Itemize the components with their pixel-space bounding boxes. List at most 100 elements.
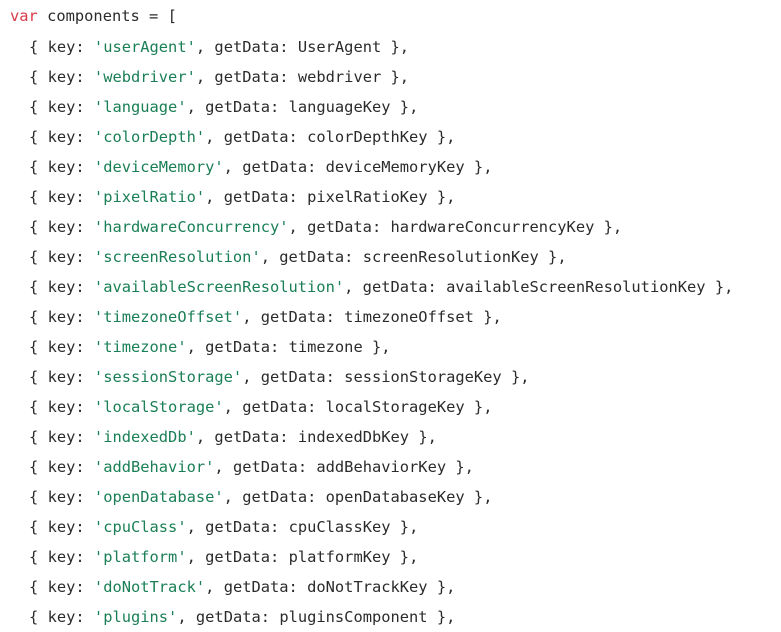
close-brace: },: [603, 218, 623, 236]
code-line-entry: { key: 'timezoneOffset', getData: timezo…: [10, 302, 781, 332]
open-brace: {: [29, 578, 39, 596]
open-brace: {: [29, 428, 39, 446]
code-line-declaration: var components = [: [10, 1, 781, 31]
code-line-entry: { key: 'availableScreenResolution', getD…: [10, 272, 781, 302]
getdata-label: getData:: [214, 38, 289, 56]
getdata-value: doNotTrackKey: [307, 578, 428, 596]
code-line-entry: { key: 'colorDepth', getData: colorDepth…: [10, 122, 781, 152]
close-brace: },: [473, 158, 493, 176]
open-brace: {: [29, 548, 39, 566]
getdata-value: hardwareConcurrencyKey: [390, 218, 595, 236]
key-string: 'timezoneOffset': [93, 308, 243, 326]
comma: ,: [205, 188, 215, 206]
getdata-label: getData:: [205, 548, 280, 566]
key-label: key:: [47, 98, 85, 116]
getdata-value: timezone: [288, 338, 363, 356]
close-brace: },: [714, 278, 734, 296]
code-line-entry: { key: 'indexedDb', getData: indexedDbKe…: [10, 422, 781, 452]
close-brace: },: [372, 338, 391, 356]
comma: ,: [205, 578, 215, 596]
open-brace: {: [29, 278, 39, 296]
comma: ,: [242, 368, 252, 386]
key-string: 'timezone': [93, 338, 187, 356]
comma: ,: [186, 518, 196, 536]
code-line-entry: { key: 'sessionStorage', getData: sessio…: [10, 362, 781, 392]
key-label: key:: [47, 368, 85, 386]
code-line-entry: { key: 'cpuClass', getData: cpuClassKey …: [10, 512, 781, 542]
open-brace: {: [29, 248, 39, 266]
key-label: key:: [47, 308, 85, 326]
getdata-value: localStorageKey: [325, 398, 465, 416]
keyword-var: var: [10, 7, 38, 25]
key-string: 'plugins': [93, 608, 178, 626]
close-brace: },: [548, 248, 567, 266]
getdata-value: deviceMemoryKey: [325, 158, 465, 176]
getdata-value: addBehaviorKey: [316, 458, 447, 476]
close-brace: },: [418, 428, 437, 446]
key-string: 'deviceMemory': [93, 158, 224, 176]
open-brace: {: [29, 218, 39, 236]
close-brace: },: [510, 368, 530, 386]
getdata-label: getData:: [223, 128, 298, 146]
open-brace: {: [29, 68, 39, 86]
variable-name: components: [47, 7, 140, 25]
comma: ,: [205, 128, 215, 146]
comma: ,: [344, 278, 354, 296]
close-brace: },: [436, 128, 456, 146]
key-string: 'addBehavior': [93, 458, 215, 476]
close-brace: },: [473, 488, 493, 506]
open-brace: {: [29, 128, 39, 146]
getdata-label: getData:: [242, 398, 317, 416]
getdata-label: getData:: [223, 188, 298, 206]
comma: ,: [195, 38, 206, 56]
code-line-entry: { key: 'deviceMemory', getData: deviceMe…: [10, 152, 781, 182]
key-label: key:: [47, 578, 85, 596]
key-label: key:: [47, 488, 85, 506]
getdata-value: availableScreenResolutionKey: [446, 278, 706, 296]
getdata-value: pluginsComponent: [279, 608, 428, 626]
close-brace: },: [399, 98, 419, 116]
comma: ,: [223, 158, 233, 176]
comma: ,: [186, 338, 196, 356]
getdata-label: getData:: [205, 98, 280, 116]
comma: ,: [288, 218, 298, 236]
getdata-value: webdriver: [297, 68, 382, 86]
close-brace: },: [399, 548, 419, 566]
comma: ,: [195, 428, 206, 446]
code-line-entry: { key: 'plugins', getData: pluginsCompon…: [10, 602, 781, 632]
comma: ,: [223, 398, 233, 416]
comma: ,: [186, 98, 196, 116]
key-string: 'doNotTrack': [93, 578, 206, 596]
key-label: key:: [47, 608, 85, 626]
open-brace: {: [29, 608, 39, 626]
code-entries: { key: 'userAgent', getData: UserAgent }…: [10, 32, 781, 632]
open-brace: {: [29, 338, 39, 356]
key-label: key:: [47, 248, 85, 266]
comma: ,: [177, 608, 187, 626]
code-line-entry: { key: 'addBehavior', getData: addBehavi…: [10, 452, 781, 482]
code-line-entry: { key: 'localStorage', getData: localSto…: [10, 392, 781, 422]
close-brace: },: [436, 608, 456, 626]
getdata-label: getData:: [242, 488, 317, 506]
key-string: 'localStorage': [93, 398, 224, 416]
getdata-value: indexedDbKey: [297, 428, 410, 446]
assignment-operator: =: [149, 7, 159, 25]
key-string: 'language': [93, 98, 187, 116]
key-string: 'screenResolution': [93, 248, 261, 266]
comma: ,: [260, 248, 270, 266]
getdata-value: openDatabaseKey: [325, 488, 465, 506]
comma: ,: [242, 308, 252, 326]
open-brace: {: [29, 188, 39, 206]
key-string: 'colorDepth': [93, 128, 206, 146]
open-brace: {: [29, 38, 39, 56]
key-label: key:: [47, 278, 85, 296]
close-brace: },: [483, 308, 502, 326]
key-label: key:: [47, 38, 85, 56]
getdata-value: platformKey: [288, 548, 391, 566]
code-line-entry: { key: 'pixelRatio', getData: pixelRatio…: [10, 182, 781, 212]
getdata-value: languageKey: [288, 98, 391, 116]
key-string: 'cpuClass': [93, 518, 187, 536]
code-line-entry: { key: 'hardwareConcurrency', getData: h…: [10, 212, 781, 242]
open-brace: {: [29, 158, 39, 176]
